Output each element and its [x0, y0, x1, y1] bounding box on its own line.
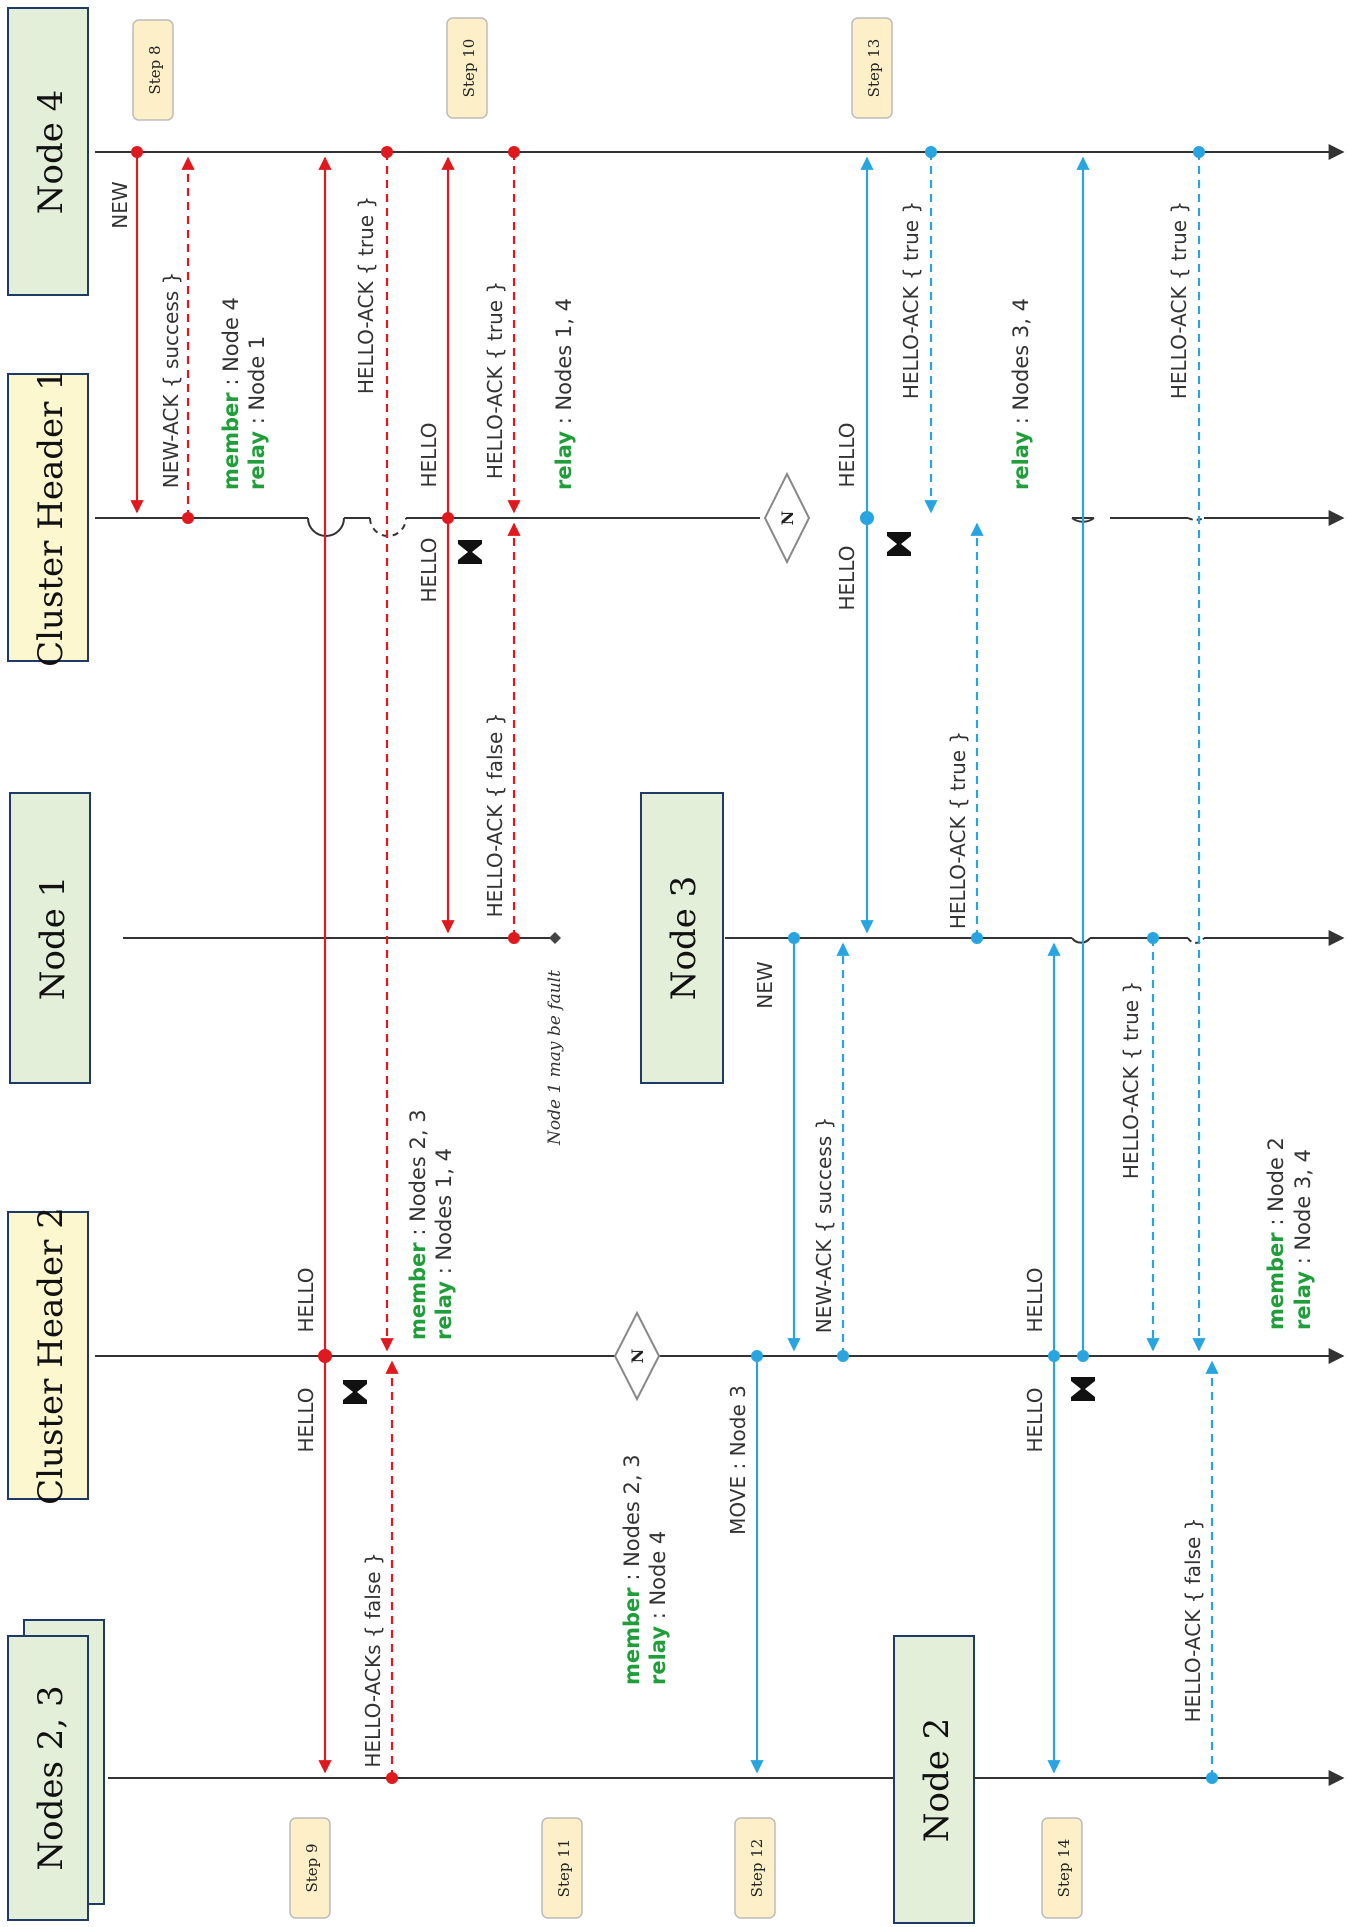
step14-box: Step 14: [1041, 1817, 1083, 1919]
label-hello-ch1-bottom: HELLO: [417, 538, 441, 603]
role-c-relay: relay : Nodes 1, 4: [432, 1148, 456, 1340]
step11-box: Step 11: [541, 1817, 583, 1919]
label-helloacks-false: HELLO-ACKs { false }: [361, 1552, 385, 1767]
role-d-member: member : Nodes 2, 3: [620, 1454, 644, 1685]
node4-label: Node 4: [31, 90, 71, 215]
fault-end-marker: [549, 932, 561, 944]
label-helloack-true-n3b: HELLO-ACK { true }: [1119, 981, 1143, 1179]
role-a-relay: relay : Node 1: [245, 336, 269, 490]
label-helloack-true-ch2: HELLO-ACK { true }: [354, 196, 378, 394]
step8-box: Step 8: [132, 19, 174, 121]
role-annotations: member : Node 4 relay : Node 1 relay : N…: [219, 297, 1315, 1685]
node2-box: Node 2: [893, 1635, 975, 1924]
hourglass-icon: [458, 540, 482, 564]
node3-label: Node 3: [664, 876, 704, 1001]
step9-label: Step 9: [303, 1843, 321, 1892]
role-d-relay: relay : Node 4: [646, 1531, 670, 1685]
step12-label: Step 12: [748, 1839, 766, 1898]
label-helloack-true-n3: HELLO-ACK { true }: [946, 731, 970, 929]
step14-label: Step 14: [1055, 1839, 1073, 1898]
label-hello-ch2b-top: HELLO: [1023, 1268, 1047, 1333]
nodes23-box: Nodes 2, 3: [7, 1619, 105, 1921]
label-newack-n3: NEW-ACK { success }: [812, 1117, 836, 1334]
svg-text:N: N: [628, 1349, 647, 1364]
decision-diamond-ch1: N: [763, 471, 811, 565]
ch1-label: Cluster Header 1: [31, 369, 71, 667]
step13-label: Step 13: [865, 39, 883, 98]
node3-box: Node 3: [640, 792, 724, 1084]
label-helloack-true-n4: HELLO-ACK { true }: [483, 281, 507, 479]
step13-box: Step 13: [851, 17, 893, 119]
role-f-member: member : Node 2: [1264, 1137, 1288, 1330]
blue-arrows: [750, 152, 1219, 1778]
fault-note: Node 1 may be fault: [545, 970, 565, 1146]
node1-box: Node 1: [9, 792, 91, 1084]
label-new-n4: NEW: [108, 181, 132, 229]
role-c-member: member : Nodes 2, 3: [406, 1109, 430, 1340]
step10-label: Step 10: [460, 39, 478, 98]
blue-dots: [751, 146, 1218, 1784]
step12-box: Step 12: [734, 1817, 776, 1919]
hourglass-icon: [887, 532, 911, 556]
node2-label: Node 2: [917, 1718, 957, 1843]
node4-box: Node 4: [7, 7, 89, 296]
role-e-relay: relay : Nodes 3, 4: [1009, 298, 1033, 490]
label-helloack-false-n1: HELLO-ACK { false }: [483, 713, 507, 918]
step9-box: Step 9: [289, 1817, 331, 1919]
label-newack-n4: NEW-ACK { success }: [159, 272, 183, 489]
red-dots: [131, 146, 520, 1784]
step11-label: Step 11: [555, 1839, 573, 1898]
label-helloack-true-n4b: HELLO-ACK { true }: [899, 201, 923, 399]
label-helloack-true-n4c: HELLO-ACK { true }: [1167, 201, 1191, 399]
label-new-n3: NEW: [753, 961, 777, 1009]
svg-text:N: N: [778, 511, 797, 526]
label-hello-ch2-bottom: HELLO: [294, 1388, 318, 1453]
label-hello-ch1-top: HELLO: [417, 423, 441, 488]
label-move-n3: MOVE : Node 3: [726, 1385, 750, 1535]
node1-label: Node 1: [33, 876, 73, 1001]
role-f-relay: relay : Node 3, 4: [1291, 1149, 1315, 1330]
ch2-label: Cluster Header 2: [31, 1207, 71, 1505]
label-hello-ch1b-bottom: HELLO: [835, 546, 859, 611]
role-a-member: member : Node 4: [219, 297, 243, 490]
label-hello-ch2-top: HELLO: [294, 1268, 318, 1333]
label-helloack-false-n2: HELLO-ACK { false }: [1181, 1518, 1205, 1723]
hourglass-icon: [343, 1380, 367, 1404]
hourglass-icon: [1071, 1377, 1095, 1401]
step8-label: Step 8: [146, 45, 164, 94]
red-arrows: [130, 152, 521, 1778]
ch1-box: Cluster Header 1: [7, 369, 89, 667]
nodes23-label: Nodes 2, 3: [31, 1685, 71, 1870]
ch2-box: Cluster Header 2: [7, 1207, 89, 1505]
label-hello-ch2b-bottom: HELLO: [1023, 1388, 1047, 1453]
step10-box: Step 10: [446, 17, 488, 119]
role-b-relay: relay : Nodes 1, 4: [552, 298, 576, 490]
label-hello-ch1b-top: HELLO: [835, 423, 859, 488]
message-labels: NEW NEW-ACK { success } HELLO-ACK { true…: [108, 181, 1205, 1768]
decision-diamond-ch2: N: [613, 1310, 661, 1402]
